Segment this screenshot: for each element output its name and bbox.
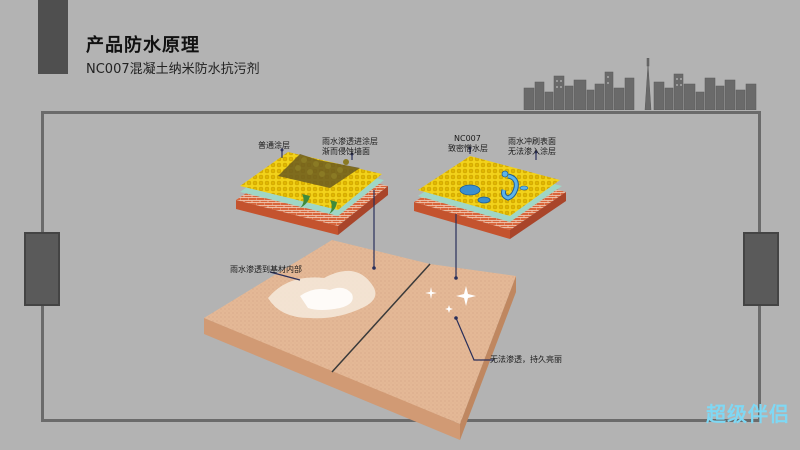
rain-wash-label-line2: 无法渗入涂层 [508, 147, 556, 156]
nc007-label-line2: 致密憎水层 [448, 144, 488, 153]
corner-decoration-block [38, 0, 68, 74]
left-side-tab [24, 232, 60, 306]
page-title: 产品防水原理 [86, 35, 200, 56]
watermark-text: 超级伴侣 [706, 402, 790, 426]
ordinary-coating-block [236, 152, 388, 235]
substrate-penetration-label: 雨水渗透到基材内部 [230, 265, 302, 274]
city-skyline-icon [523, 58, 757, 110]
ordinary-coating-label: 普通涂层 [258, 141, 290, 150]
durable-label: 无法渗透，持久亮丽 [490, 355, 562, 364]
right-side-tab [743, 232, 779, 306]
substrate-slab [204, 240, 516, 440]
nc007-coating-block [414, 156, 566, 239]
rain-penetrate-label-line2: 渐而侵蚀墙面 [322, 147, 370, 156]
page-subtitle: NC007混凝土纳米防水抗污剂 [86, 62, 260, 77]
rain-wash-label-line1: 雨水冲刷表面 [508, 137, 556, 146]
nc007-label-line1: NC007 [454, 134, 481, 143]
rain-penetrate-label-line1: 雨水渗透进涂层 [322, 137, 378, 146]
